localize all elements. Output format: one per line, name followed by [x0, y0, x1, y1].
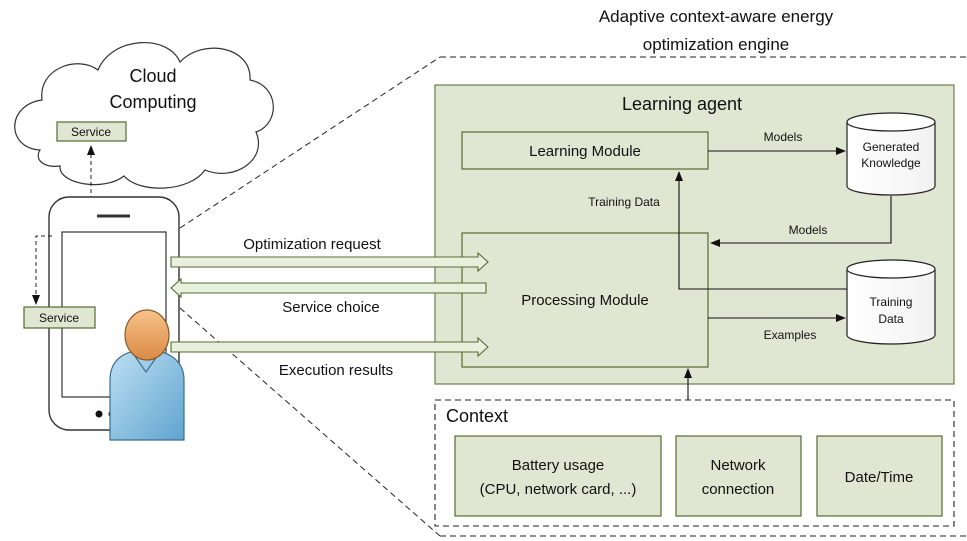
context-title: Context [446, 406, 508, 426]
cloud-title-line-1: Cloud [129, 66, 176, 86]
network-connection-label-1: Network [710, 457, 766, 474]
generated-knowledge-cylinder-top [846, 112, 936, 132]
network-connection-label-2: connection [702, 481, 775, 498]
battery-usage-box [454, 435, 662, 517]
cloud-shape [14, 42, 274, 189]
execution-results-label: Execution results [279, 362, 393, 379]
execution-results-arrow [170, 336, 489, 358]
processing-module-box [461, 232, 709, 368]
generated-knowledge-cylinder-body [846, 122, 936, 196]
battery-usage-label-1: Battery usage [512, 457, 605, 474]
phone-button-left [95, 410, 103, 418]
zoom-line-bottom [179, 307, 441, 537]
training-data-store-label-2: Data [878, 312, 904, 326]
date-time-label: Date/Time [845, 469, 914, 486]
phone-service-dashed-arrow [32, 235, 52, 305]
generated-knowledge-store: Generated Knowledge [846, 112, 936, 196]
network-connection-box [675, 435, 802, 517]
zoom-line-top [179, 56, 441, 229]
learning-module-label: Learning Module [529, 143, 641, 160]
models-return-label: Models [789, 223, 828, 237]
cloud-service-label: Service [71, 125, 111, 139]
cloud-computing: Cloud Computing Service [14, 42, 274, 189]
service-choice-label: Service choice [282, 299, 380, 316]
learning-agent-title: Learning agent [622, 94, 742, 114]
generated-knowledge-label-1: Generated [863, 140, 920, 154]
service-choice-arrow [170, 277, 487, 299]
phone-service-label: Service [39, 311, 79, 325]
engine-title-line-2: optimization engine [643, 35, 789, 54]
user-avatar [109, 309, 185, 441]
optimization-request-label: Optimization request [243, 236, 381, 253]
training-data-store-label-1: Training [870, 295, 913, 309]
training-data-cylinder-body [846, 269, 936, 345]
cloud-title-line-2: Computing [109, 92, 196, 112]
engine-title-line-1: Adaptive context-aware energy [599, 7, 834, 26]
training-data-edge-label: Training Data [588, 195, 660, 209]
knowledge-to-processing-arrow [710, 196, 892, 247]
training-data-cylinder-top [846, 259, 936, 279]
processing-module-label: Processing Module [521, 292, 649, 309]
phone-service-box [23, 306, 96, 329]
cloud-service-box [56, 121, 127, 142]
user-head [124, 309, 170, 361]
optimization-request-arrow [170, 251, 489, 273]
generated-knowledge-label-2: Knowledge [861, 156, 921, 170]
user-body [109, 349, 185, 441]
examples-label: Examples [764, 328, 817, 342]
date-time-box [816, 435, 943, 517]
training-data-to-learning-arrow [675, 171, 847, 290]
training-data-store: Training Data [846, 259, 936, 345]
models-top-label: Models [764, 130, 803, 144]
battery-usage-label-2: (CPU, network card, ...) [480, 481, 637, 498]
